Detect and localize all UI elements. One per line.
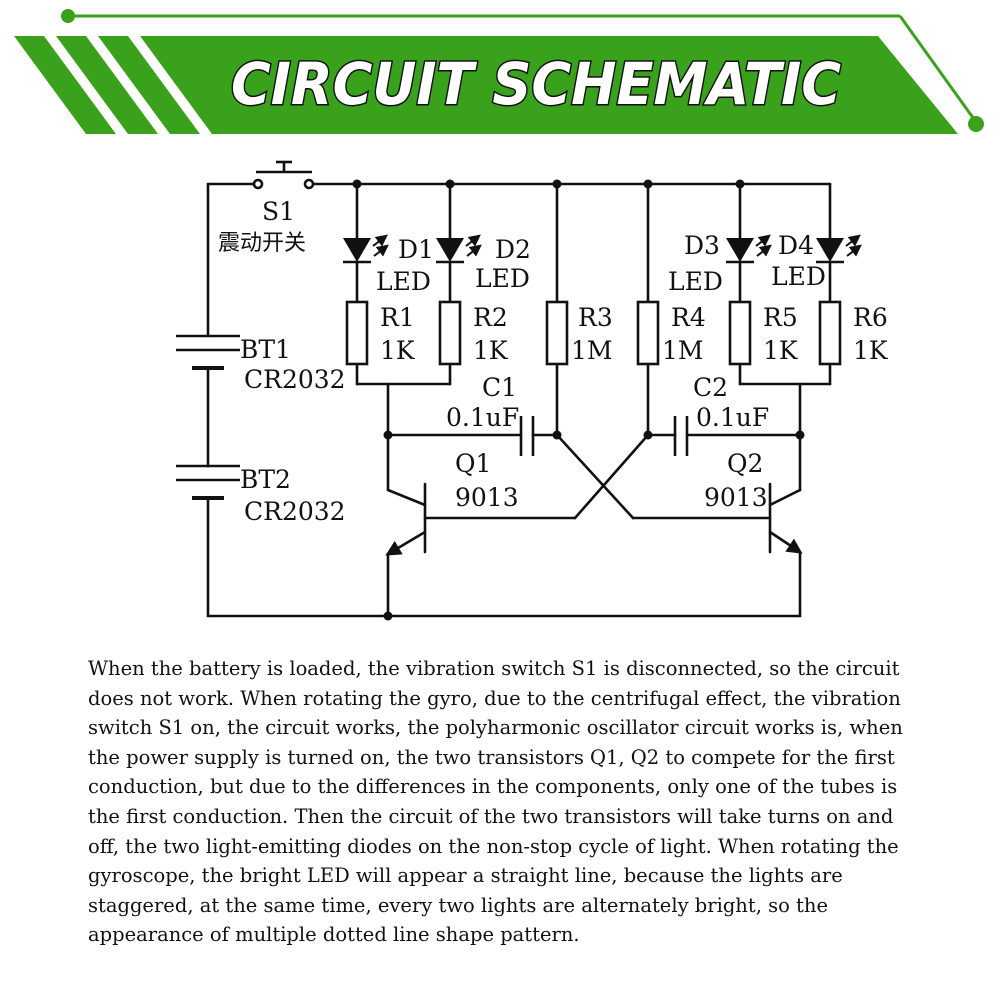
banner-stripe-3 (98, 36, 200, 134)
label-r2-name: R2 (473, 303, 508, 332)
banner-dot-left (61, 9, 75, 23)
label-q2-name: Q2 (727, 449, 763, 478)
resistor-r6 (818, 300, 842, 366)
resistor-r1 (345, 300, 369, 366)
label-s1-cn: 震动开关 (218, 231, 306, 256)
banner-slant-line (898, 15, 978, 123)
switch-s1 (252, 160, 315, 190)
led-d1 (343, 234, 389, 264)
description-text: When the battery is loaded, the vibratio… (88, 657, 903, 947)
led-d4 (816, 234, 862, 264)
capacitor-c1 (519, 416, 535, 456)
label-d2-type: LED (475, 264, 530, 293)
resistor-r4 (636, 300, 660, 366)
label-c1-value: 0.1uF (446, 403, 519, 432)
q1-collector-lead (386, 488, 427, 507)
junction-dot (552, 430, 562, 440)
label-d4-name: D4 (778, 231, 814, 260)
label-bt2-name: BT2 (240, 465, 291, 494)
label-q1-name: Q1 (455, 449, 491, 478)
label-d3-type: LED (668, 267, 723, 296)
label-q2-part: 9013 (704, 483, 768, 512)
junction-dot (735, 179, 745, 189)
label-r2-value: 1K (473, 336, 509, 365)
label-r3-name: R3 (578, 303, 613, 332)
label-bt1-name: BT1 (240, 335, 291, 364)
wire-cross-to-q1-base (573, 433, 650, 520)
banner-title: CIRCUIT SCHEMATIC (231, 50, 841, 118)
q1-emitter-lead (385, 530, 427, 556)
resistor-r5 (728, 300, 752, 366)
wire-cross-to-q2-base (555, 433, 635, 520)
label-r5-name: R5 (763, 303, 798, 332)
label-q1-part: 9013 (455, 483, 519, 512)
q2-collector-lead (768, 488, 802, 507)
label-r6-value: 1K (853, 336, 889, 365)
junction-dot (445, 179, 455, 189)
label-d4-type: LED (771, 262, 826, 291)
label-r1-name: R1 (380, 303, 415, 332)
label-d2-name: D2 (495, 235, 531, 264)
resistor-r2 (438, 300, 462, 366)
junction-dot (643, 430, 653, 440)
banner-stripe-1 (14, 36, 116, 134)
junction-dot (383, 430, 393, 440)
banner-band (140, 36, 958, 134)
label-r1-value: 1K (380, 336, 416, 365)
led-d3 (726, 234, 772, 264)
label-r4-value: 1M (662, 336, 704, 365)
capacitor-c2 (673, 416, 689, 456)
label-bt1-type: CR2032 (244, 365, 346, 394)
label-r6-name: R6 (853, 303, 888, 332)
label-s1-name: S1 (262, 197, 295, 226)
label-d1-name: D1 (398, 235, 434, 264)
circuit-schematic: S1 震动开关 BT1 CR2032 BT2 CR2032 D1 LED D2 … (176, 160, 889, 621)
label-r5-value: 1K (763, 336, 799, 365)
banner: CIRCUIT SCHEMATIC (14, 9, 984, 134)
battery-bt2 (176, 464, 240, 500)
banner-dot-right (968, 116, 984, 132)
junction-dot (352, 179, 362, 189)
banner-stripe-2 (56, 36, 158, 134)
battery-bt1 (176, 334, 240, 370)
q2-emitter-lead (768, 530, 803, 554)
label-d3-name: D3 (684, 231, 720, 260)
resistor-r3 (545, 300, 569, 366)
label-c1-name: C1 (482, 373, 517, 402)
label-r4-name: R4 (671, 303, 706, 332)
led-d2 (436, 234, 482, 264)
junction-dot (552, 179, 562, 189)
junction-dot (795, 430, 805, 440)
junction-dot (643, 179, 653, 189)
label-c2-value: 0.1uF (696, 403, 769, 432)
label-c2-name: C2 (693, 373, 728, 402)
label-r3-value: 1M (571, 336, 613, 365)
label-d1-type: LED (376, 267, 431, 296)
junction-dot (383, 611, 393, 621)
label-bt2-type: CR2032 (244, 497, 346, 526)
